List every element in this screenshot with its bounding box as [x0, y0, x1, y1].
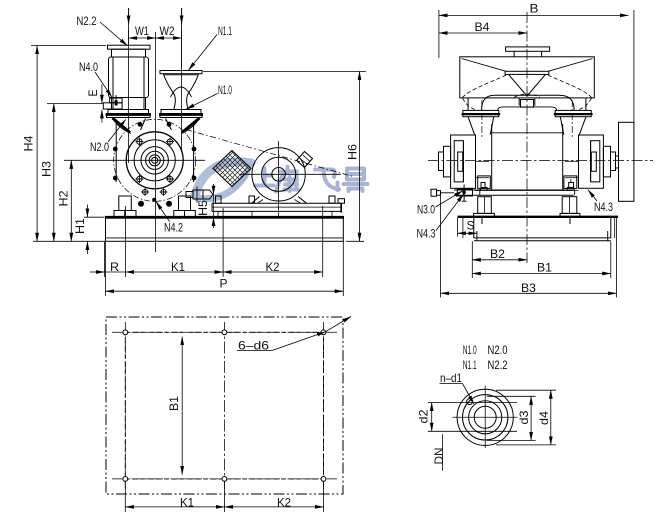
svg-text:H5: H5: [196, 200, 210, 216]
svg-text:B2: B2: [490, 247, 505, 261]
svg-text:P: P: [220, 277, 228, 291]
svg-text:DN: DN: [432, 448, 446, 465]
svg-text:H1: H1: [73, 218, 87, 234]
svg-text:S: S: [467, 219, 475, 233]
svg-text:K2: K2: [266, 260, 280, 274]
svg-text:N2.0: N2.0: [488, 343, 508, 357]
svg-text:B1: B1: [167, 396, 181, 411]
svg-text:W2: W2: [160, 24, 175, 38]
svg-text:R: R: [110, 260, 119, 274]
svg-text:H2: H2: [57, 190, 71, 206]
svg-text:d3: d3: [517, 410, 531, 424]
svg-text:K1: K1: [180, 496, 194, 510]
svg-text:N2.0: N2.0: [90, 140, 109, 154]
svg-text:n–d1: n–d1: [440, 371, 462, 385]
svg-text:W1: W1: [135, 24, 149, 38]
svg-text:N1.0: N1.0: [218, 83, 232, 97]
svg-text:N4.3: N4.3: [417, 227, 436, 241]
svg-text:N2.2: N2.2: [77, 14, 97, 28]
svg-text:N1.1: N1.1: [218, 24, 232, 38]
svg-text:N4.2: N4.2: [164, 221, 183, 235]
svg-text:H4: H4: [22, 135, 36, 151]
svg-text:H3: H3: [40, 161, 54, 177]
svg-text:6–d6: 6–d6: [238, 339, 269, 353]
svg-text:B: B: [530, 2, 539, 16]
svg-text:H6: H6: [346, 144, 360, 160]
svg-text:N4.0: N4.0: [79, 60, 98, 74]
svg-text:B4: B4: [475, 20, 490, 34]
svg-text:E: E: [86, 90, 100, 97]
svg-text:B3: B3: [521, 281, 536, 295]
svg-text:K2: K2: [277, 496, 291, 510]
svg-text:K1: K1: [171, 260, 185, 274]
svg-text:d2: d2: [417, 409, 431, 423]
svg-text:N3.0: N3.0: [417, 203, 435, 217]
svg-text:N2.2: N2.2: [488, 358, 508, 372]
svg-text:B1: B1: [537, 261, 552, 275]
svg-text:d4: d4: [537, 411, 551, 425]
svg-text:N1.1: N1.1: [463, 358, 477, 372]
svg-text:N1.0: N1.0: [463, 343, 477, 357]
svg-text:N4.3: N4.3: [594, 200, 613, 214]
